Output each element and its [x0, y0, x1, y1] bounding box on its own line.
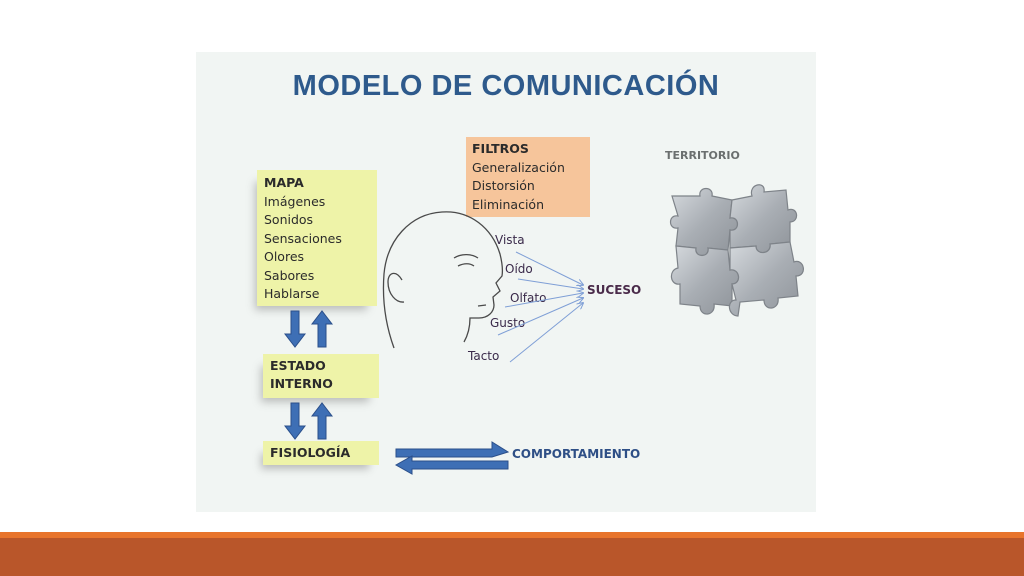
filtros-item: Distorsión	[472, 178, 535, 193]
mapa-item: Imágenes	[264, 193, 326, 209]
filtros-heading: FILTROS	[472, 141, 529, 156]
footer-bar	[0, 538, 1024, 576]
filtros-item: Generalización	[472, 159, 565, 175]
mapa-heading: MAPA	[264, 175, 304, 190]
sense-vista: Vista	[495, 233, 525, 247]
mapa-item: Hablarse	[264, 286, 320, 301]
interno-line: INTERNO	[270, 376, 333, 391]
puzzle-icon	[669, 184, 804, 317]
sense-oido: Oído	[505, 262, 533, 276]
sense-arrows	[497, 251, 583, 363]
down-arrow-icon	[283, 402, 307, 440]
estado-interno-box: ESTADO INTERNO	[263, 354, 379, 398]
mapa-item: Olores	[264, 249, 305, 264]
estado-line: ESTADO	[270, 358, 326, 373]
exchange-arrows-icon	[394, 441, 510, 475]
mapa-item: Sensaciones	[264, 230, 342, 246]
head-profile-icon	[382, 211, 504, 349]
fisiologia-box: FISIOLOGÍA	[263, 441, 379, 465]
diagram-title: MODELO DE COMUNICACIÓN	[292, 70, 720, 102]
mapa-item: Sonidos	[264, 212, 314, 227]
fisiologia-label: FISIOLOGÍA	[270, 445, 351, 460]
filtros-box: FILTROS Generalización Distorsión Elimin…	[466, 137, 590, 217]
footer-accent-bar	[0, 532, 1024, 538]
up-arrow-icon	[310, 402, 334, 440]
sense-tacto: Tacto	[468, 349, 500, 363]
suceso-label: SUCESO	[587, 283, 642, 297]
filtros-item: Eliminación	[472, 196, 544, 212]
comportamiento-label: COMPORTAMIENTO	[512, 447, 641, 461]
mapa-box: MAPA Imágenes Sonidos Sensaciones Olores…	[257, 170, 377, 306]
mapa-item: Sabores	[264, 267, 315, 283]
down-arrow-icon	[283, 310, 307, 348]
territorio-label: TERRITORIO	[665, 149, 740, 162]
up-arrow-icon	[310, 310, 334, 348]
